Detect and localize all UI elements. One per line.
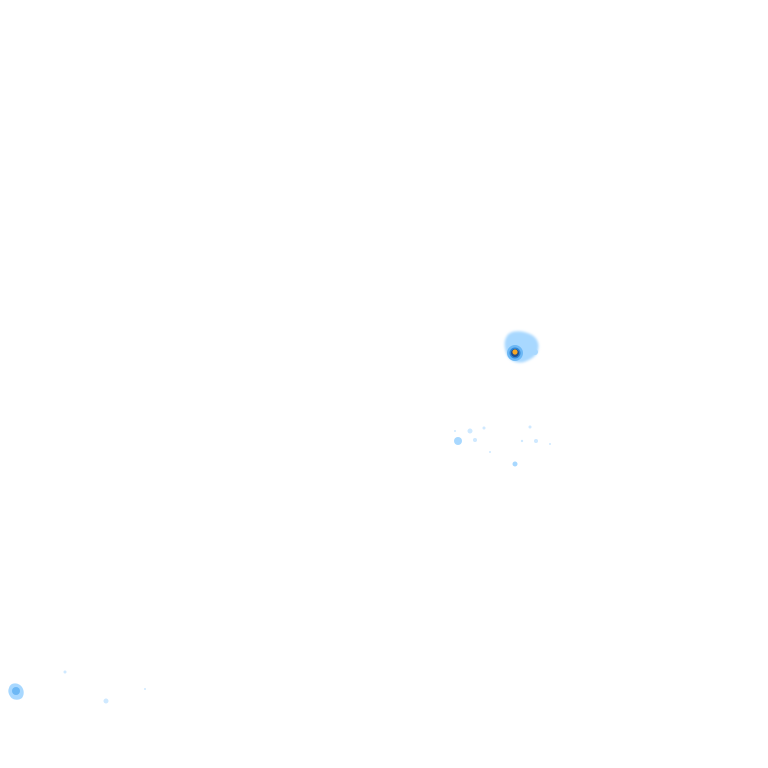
echo-speck	[512, 461, 518, 467]
echo-speck	[454, 430, 456, 432]
precip-core	[512, 349, 518, 355]
echo-speck	[482, 426, 486, 430]
echo-speck	[63, 670, 67, 674]
scattered-echoes	[454, 425, 551, 467]
echo-speck	[520, 439, 524, 443]
echo-speck	[549, 443, 551, 445]
echo-speck	[489, 451, 491, 453]
echo-speck	[144, 688, 146, 690]
southwest-cell	[8, 670, 146, 704]
echo-speck	[467, 428, 473, 434]
main-storm-cell	[504, 331, 539, 363]
echo-speck	[534, 439, 538, 443]
echo-speck	[103, 698, 109, 704]
precip-outer-lobe	[532, 349, 538, 355]
echo-speck	[454, 437, 462, 445]
precip-medium	[12, 687, 20, 695]
echo-speck	[473, 438, 477, 442]
echo-speck	[528, 425, 532, 429]
